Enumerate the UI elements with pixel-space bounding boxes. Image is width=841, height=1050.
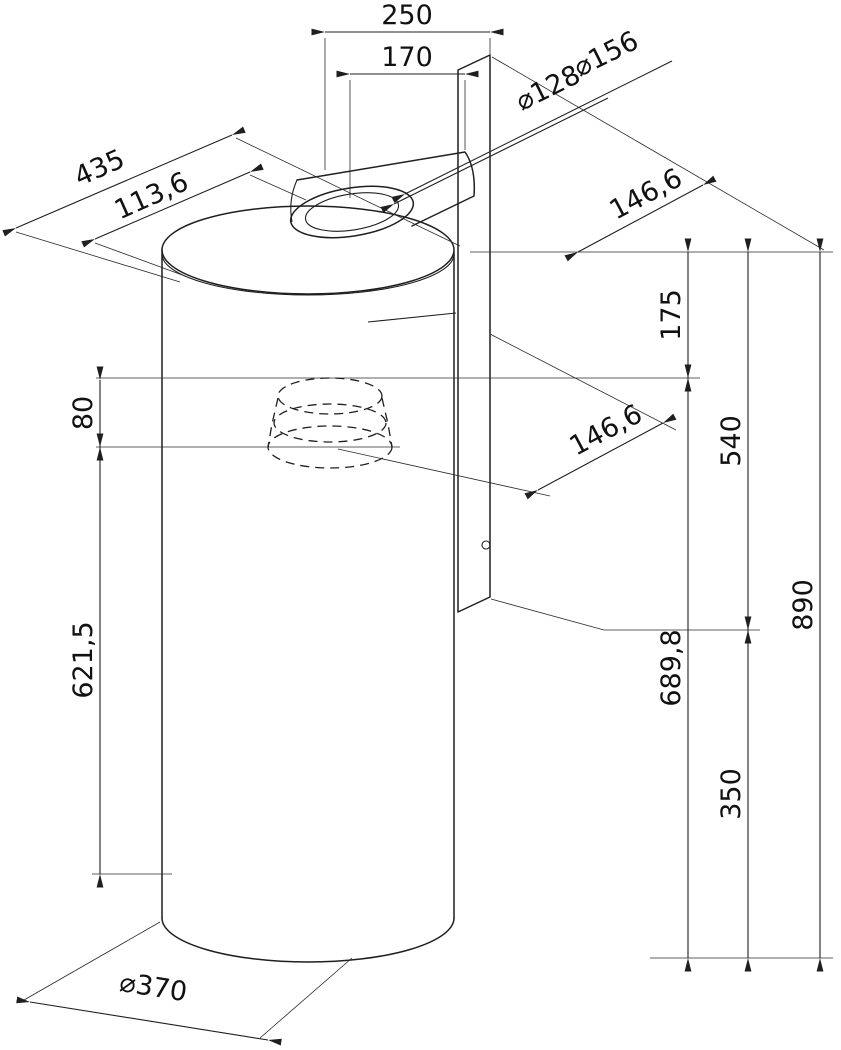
dim-line-146-6-mid [524, 413, 677, 500]
leader-line-dia156 [391, 60, 673, 204]
dim-line-113-6 [81, 163, 264, 248]
dim-label-170: 170 [381, 42, 433, 73]
dim-label-175: 175 [656, 289, 687, 341]
dim-line-dia370 [16, 996, 282, 1046]
leader-line-dia128 [380, 97, 609, 214]
wall-mounting-bracket [457, 54, 491, 613]
dim-label-540: 540 [716, 415, 747, 467]
dim-label-80: 80 [68, 396, 99, 430]
dim-label-146-6-top: 146,6 [605, 163, 688, 227]
hood-cylinder-body [161, 205, 455, 963]
dimension-lines [2, 28, 824, 1046]
dim-label-dia156: ⌀156 [569, 25, 644, 83]
dim-label-250: 250 [381, 0, 433, 31]
dim-label-689-8: 689,8 [656, 629, 687, 706]
dim-label-350: 350 [716, 768, 747, 820]
blower-outlet-volute [289, 151, 476, 323]
dim-line-146-6-top [564, 175, 717, 262]
dimension-labels: 250 170 ⌀156 ⌀128 435 113,6 146,6 175 68… [68, 0, 819, 1008]
dim-label-113-6: 113,6 [110, 166, 193, 226]
dim-label-435: 435 [70, 144, 130, 193]
dim-label-dia370: ⌀370 [117, 967, 189, 1008]
dim-label-890: 890 [788, 579, 819, 631]
dim-label-dia128: ⌀128 [511, 59, 586, 117]
bracket-screw-hole [481, 540, 491, 550]
dim-label-146-6-mid: 146,6 [565, 399, 648, 463]
duct-collar-hidden [267, 377, 393, 469]
dim-label-621-5: 621,5 [68, 621, 99, 698]
